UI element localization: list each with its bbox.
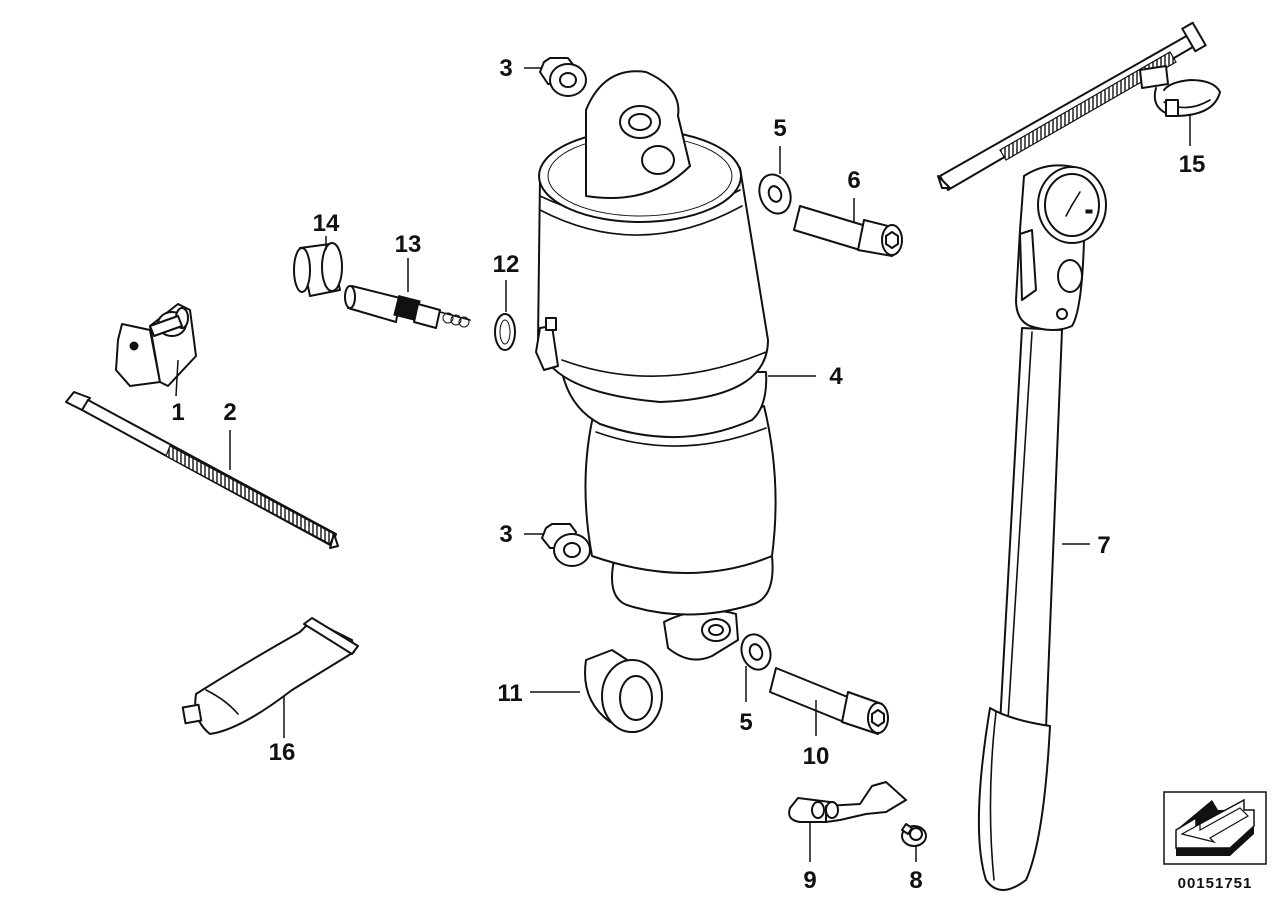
callout-4: 4 bbox=[829, 363, 843, 390]
callout-2: 2 bbox=[223, 399, 236, 426]
callout-15: 15 bbox=[1179, 151, 1206, 178]
callout-3-upper: 3 bbox=[499, 55, 512, 82]
valve-cap bbox=[293, 242, 343, 297]
callout-1: 1 bbox=[171, 399, 184, 426]
nut-lower bbox=[541, 523, 591, 567]
valve-insert bbox=[344, 285, 471, 329]
callout-8: 8 bbox=[909, 867, 922, 894]
washer-lower bbox=[740, 633, 772, 671]
washer-upper bbox=[758, 173, 792, 215]
callout-16: 16 bbox=[269, 739, 296, 766]
o-ring bbox=[494, 313, 516, 351]
nut-upper bbox=[539, 57, 587, 97]
callout-5-upper: 5 bbox=[773, 115, 786, 142]
callout-5-lower: 5 bbox=[739, 709, 752, 736]
callout-9: 9 bbox=[803, 867, 816, 894]
screw-lower bbox=[769, 667, 889, 735]
callout-6: 6 bbox=[847, 167, 860, 194]
cable-tie bbox=[65, 391, 339, 549]
callout-3-lower: 3 bbox=[499, 521, 512, 548]
callout-12: 12 bbox=[493, 251, 520, 278]
grease-tube bbox=[181, 617, 359, 735]
screw-upper bbox=[793, 205, 903, 257]
air-shock-absorber bbox=[535, 70, 777, 661]
small-screw bbox=[901, 823, 927, 847]
cable-holder bbox=[115, 303, 197, 387]
navigation-arrow-box[interactable] bbox=[1163, 791, 1267, 865]
callout-labels: 1 2 3 3 4 5 5 6 7 8 9 10 11 12 13 14 15 … bbox=[171, 55, 1205, 894]
arrow-icon bbox=[1175, 798, 1255, 856]
leader-lines bbox=[175, 67, 1191, 862]
callout-13: 13 bbox=[395, 231, 422, 258]
callout-10: 10 bbox=[803, 743, 830, 770]
clamp-strap bbox=[937, 21, 1221, 191]
bracket bbox=[788, 781, 907, 823]
callout-11: 11 bbox=[497, 680, 522, 707]
callout-14: 14 bbox=[313, 210, 340, 237]
rubber-bushing bbox=[584, 649, 663, 733]
drawing-id: 00151751 bbox=[1178, 875, 1253, 892]
callout-7: 7 bbox=[1097, 532, 1110, 559]
air-pump-with-gauge bbox=[977, 164, 1107, 891]
